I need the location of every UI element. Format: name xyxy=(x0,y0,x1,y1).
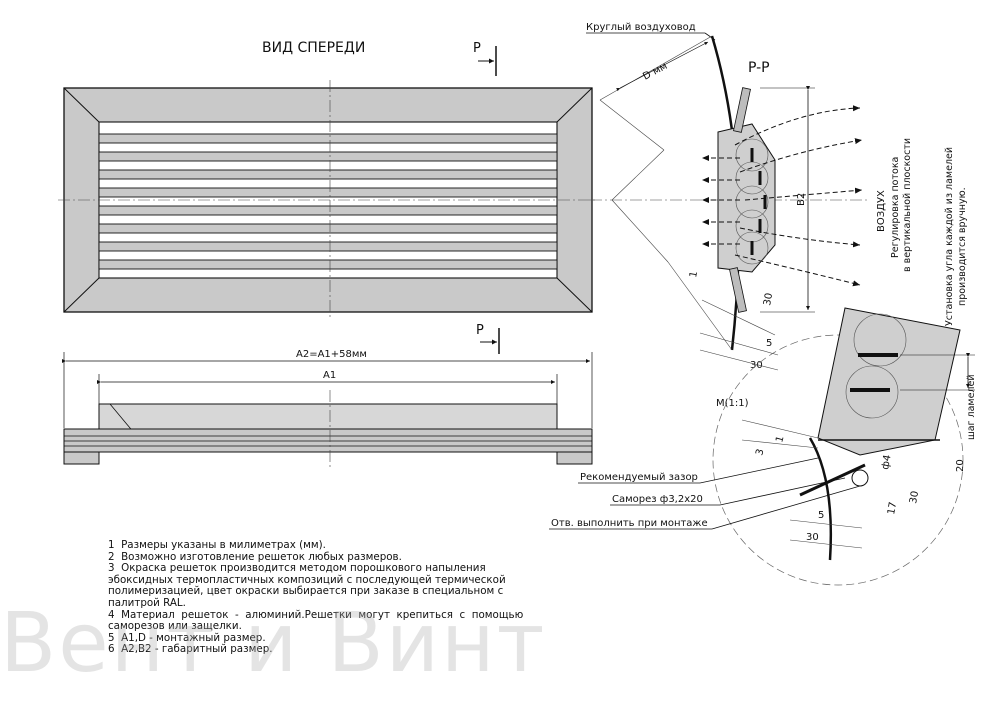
note-2: 2 Возможно изготовление решеток любых ра… xyxy=(108,550,402,563)
dim-30d: 30 xyxy=(806,532,819,543)
label-hole: Отв. выполнить при монтаже xyxy=(551,518,708,529)
section-title: P-P xyxy=(748,60,770,76)
dim-30c: 30 xyxy=(908,490,921,504)
label-d-mm: D мм xyxy=(641,61,669,83)
watermark: Вент и Винт xyxy=(0,596,547,691)
note-4: 4 Материал решеток - алюминий.Решетки мо… xyxy=(108,608,527,633)
section-mark-bottom: P xyxy=(476,323,484,338)
notes-list: 1 Размеры указаны в милиметрах (мм). 2 В… xyxy=(108,539,528,656)
label-angle-2: производится вручную. xyxy=(957,187,968,306)
front-view: ВИД СПЕРЕДИ P P xyxy=(58,40,598,354)
dim-3: 3 xyxy=(754,448,766,457)
note-6: 6 A2,B2 - габаритный размер. xyxy=(108,643,273,656)
label-flow-reg-2: в вертикальной плоскости xyxy=(902,138,913,272)
dim-1: 1 xyxy=(688,270,700,278)
label-screw: Саморез ф3,2х20 xyxy=(612,494,703,505)
note-3: 3 Окраска решеток производится методом п… xyxy=(108,562,509,609)
dim-a2: A2=A1+58мм xyxy=(296,349,367,360)
dim-a1: A1 xyxy=(323,370,336,381)
detail-view: M(1:1) шаг ламелей 20 3 1 ф4 17 30 5 30 … xyxy=(549,307,977,586)
label-round-duct: Круглый воздуховод xyxy=(586,22,696,33)
label-air: ВОЗДУХ xyxy=(876,190,887,232)
note-5: 5 A1,D - монтажный размер. xyxy=(108,631,266,644)
label-detail-m: M(1:1) xyxy=(716,398,749,409)
label-gap: Рекомендуемый зазор xyxy=(580,472,698,483)
plan-view: A2=A1+58мм A1 xyxy=(62,349,593,470)
note-1: 1 Размеры указаны в милиметрах (мм). xyxy=(108,539,326,551)
label-angle-1: Установка угла каждой из ламелей xyxy=(944,147,955,326)
dim-b2: B2 xyxy=(796,193,807,206)
label-phi4: ф4 xyxy=(880,454,893,471)
label-pitch: шаг ламелей xyxy=(966,374,977,440)
label-flow-reg-1: Регулировка потока xyxy=(890,157,901,258)
dim-5b: 5 xyxy=(818,510,824,521)
dim-17: 17 xyxy=(886,501,899,515)
section-mark-top: P xyxy=(473,41,481,56)
dim-20: 20 xyxy=(955,459,966,472)
dim-5a: 5 xyxy=(766,338,772,349)
lamellas xyxy=(98,133,558,270)
section-view: Круглый воздуховод P-P D мм xyxy=(586,22,968,371)
dim-1b: 1 xyxy=(774,435,786,444)
dim-30a: 30 xyxy=(762,292,775,306)
front-view-title: ВИД СПЕРЕДИ xyxy=(262,40,365,56)
